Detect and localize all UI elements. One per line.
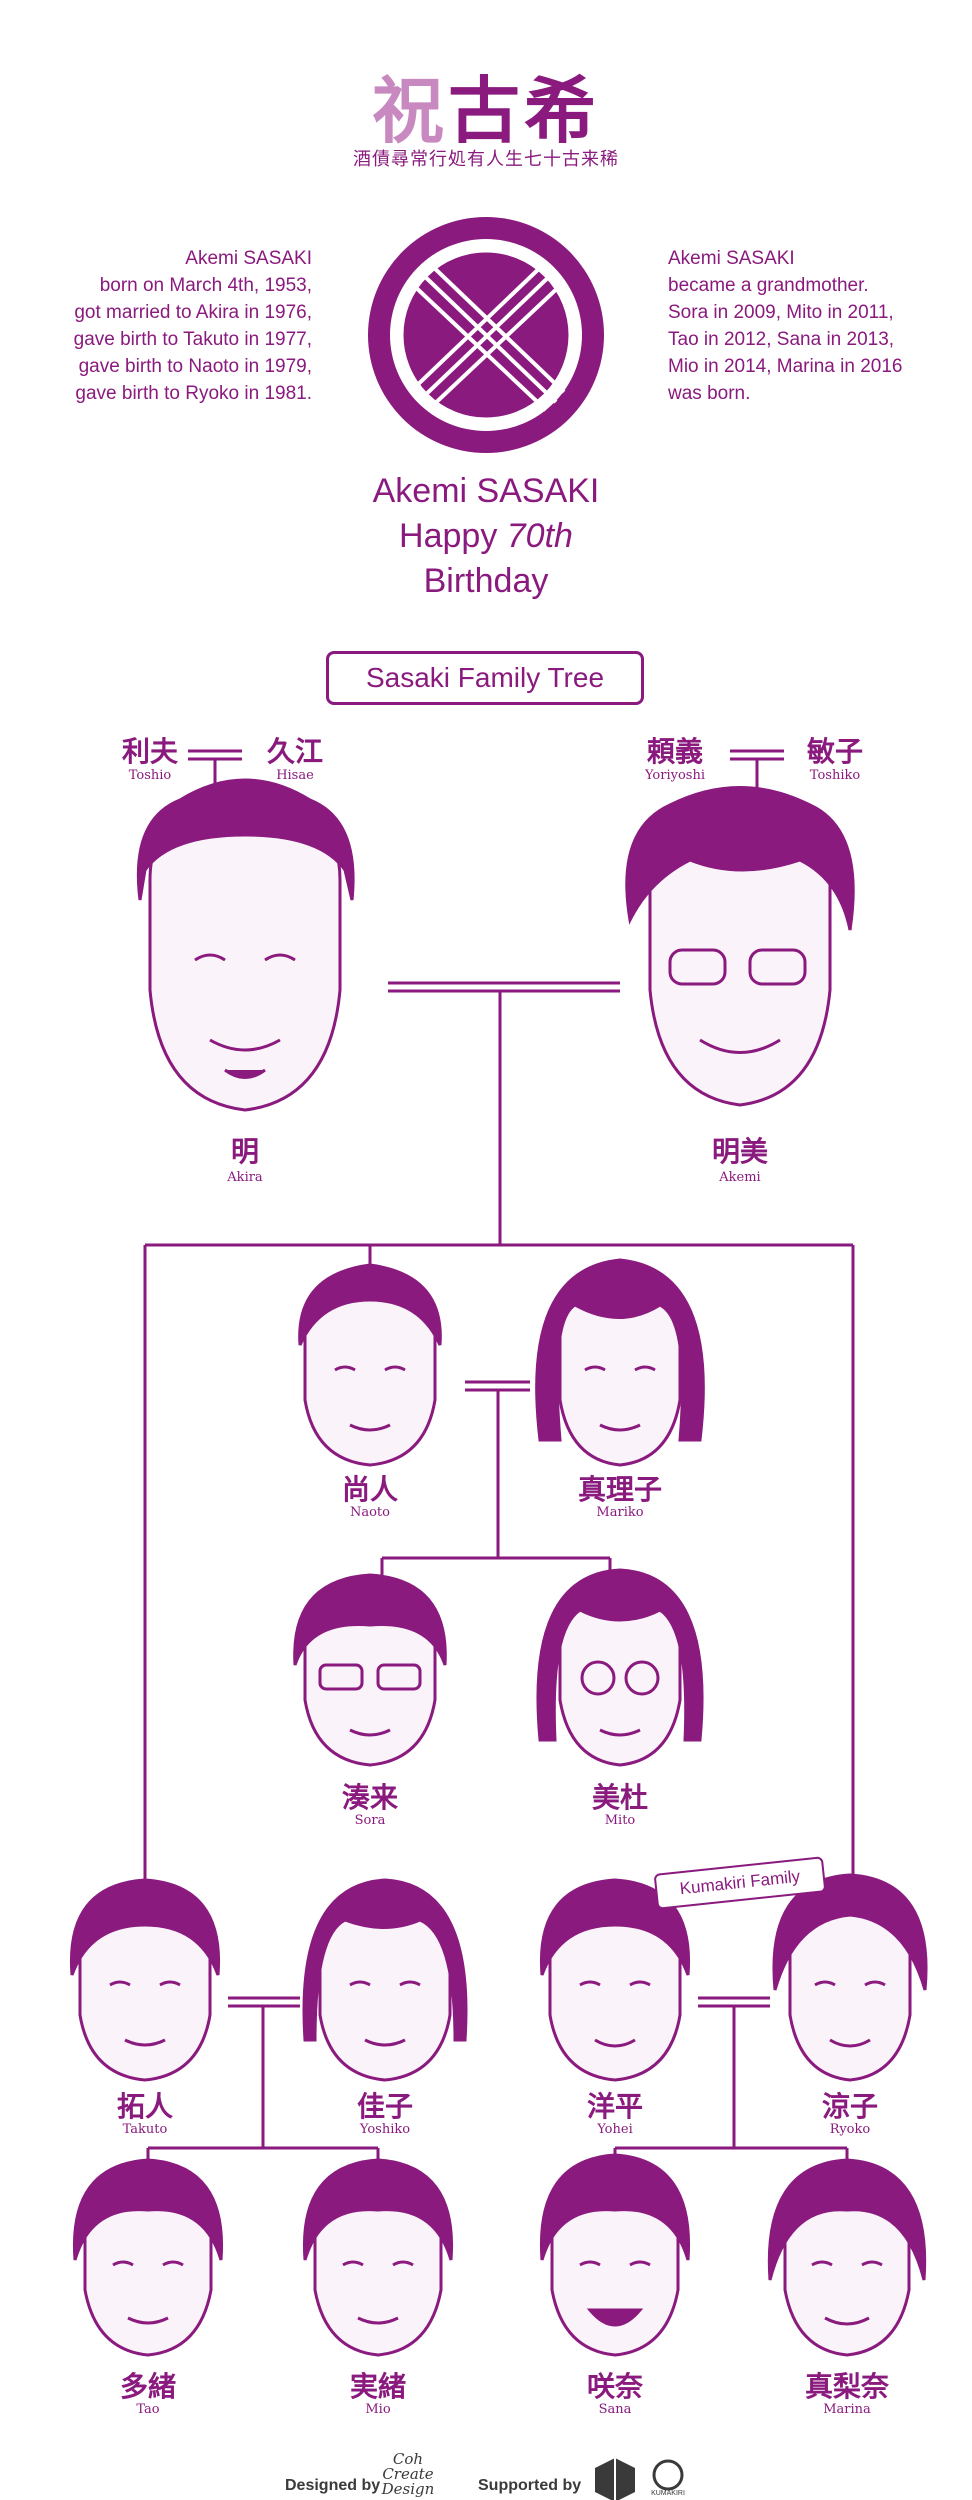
designed-by-label: Designed by [285, 2477, 381, 2494]
bio-right-line: Akemi SASAKI [668, 248, 795, 269]
bio-left-line: Akemi SASAKI [185, 248, 312, 269]
akemi-portrait-icon [625, 786, 855, 1107]
sana-portrait-icon [539, 2153, 691, 2357]
mito-portrait-icon [536, 1568, 704, 1767]
name-kanji-akira: 明 [230, 1135, 259, 1168]
name-roman-yoriyoshi: Yoriyoshi [644, 768, 706, 783]
name-roman-toshiko: Toshiko [809, 768, 861, 783]
name-kanji-hisae: 久江 [266, 735, 323, 768]
name-kanji-sana: 咲奈 [586, 2370, 643, 2403]
name-kanji-mito: 美杜 [591, 1781, 648, 1814]
name-kanji-toshio: 利夫 [121, 735, 178, 768]
name-roman-akira: Akira [227, 1170, 263, 1185]
title-koki: 古希 [448, 68, 601, 153]
name-kanji-yohei: 洋平 [586, 2090, 643, 2123]
name-kanji-yoshiko: 佳子 [356, 2090, 413, 2123]
mariko-portrait-icon [535, 1258, 705, 1467]
name-roman-mio: Mio [365, 2402, 391, 2417]
support-logo-icon [595, 2458, 635, 2500]
bio-left-line: gave birth to Naoto in 1979, [78, 356, 312, 377]
ryoko-portrait-icon [772, 1873, 928, 2082]
kumakiri-logo-text: KUMAKIRI [651, 2490, 685, 2497]
name-roman-yoshiko: Yoshiko [359, 2122, 411, 2137]
designer-signature: Coh Create Design [378, 2452, 438, 2497]
name-roman-sora: Sora [354, 1813, 386, 1828]
page-title: 祝古希 [0, 52, 972, 157]
bio-left: Akemi SASAKI born on March 4th, 1953, go… [0, 245, 312, 407]
naoto-portrait-icon [298, 1263, 442, 1467]
name-kanji-yoriyoshi: 頼義 [646, 735, 703, 768]
bio-left-line: gave birth to Ryoko in 1981. [75, 383, 312, 404]
name-roman-yohei: Yohei [597, 2122, 633, 2137]
bio-left-line: got married to Akira in 1976, [74, 302, 312, 323]
signature-line: Coh [392, 2450, 424, 2468]
akira-portrait-icon [136, 778, 355, 1112]
ordinal-word: 70th [506, 517, 573, 555]
happy-line: Happy 70th [0, 515, 972, 557]
bio-right-line: Mio in 2014, Marina in 2016 [668, 356, 903, 377]
name-kanji-akemi: 明美 [711, 1135, 768, 1168]
supported-by-label: Supported by [478, 2477, 582, 2494]
name-roman-naoto: Naoto [349, 1505, 390, 1520]
yoshiko-portrait-icon [302, 1878, 468, 2082]
name-kanji-sora: 湊来 [341, 1781, 398, 1814]
name-roman-hisae: Hisae [276, 768, 314, 783]
marina-portrait-icon [767, 2158, 927, 2357]
name-kanji-tao: 多緒 [119, 2370, 176, 2403]
sora-portrait-icon [293, 1573, 447, 1767]
name-roman-sana: Sana [598, 2402, 632, 2417]
kumakiri-logo-icon [652, 2459, 684, 2491]
name-roman-toshio: Toshio [128, 768, 172, 783]
bio-right: Akemi SASAKI became a grandmother. Sora … [668, 245, 972, 407]
bio-right-line: Sora in 2009, Mito in 2011, [668, 302, 894, 323]
tao-portrait-icon [72, 2158, 224, 2357]
celebrant-name: Akemi SASAKI [372, 472, 600, 510]
bio-left-line: born on March 4th, 1953, [99, 275, 312, 296]
name-roman-ryoko: Ryoko [829, 2122, 871, 2137]
page-subtitle: 酒債尋常行処有人生七十古来稀 [353, 149, 619, 170]
tree-title: Sasaki Family Tree [326, 651, 644, 705]
name-roman-tao: Tao [136, 2402, 160, 2417]
name-kanji-toshiko: 敏子 [806, 735, 863, 768]
takuto-portrait-icon [69, 1878, 221, 2082]
signature-line: Create [382, 2465, 434, 2483]
birthday-word: Birthday [423, 562, 549, 600]
name-kanji-ryoko: 涼子 [821, 2090, 878, 2123]
name-kanji-naoto: 尚人 [341, 1473, 398, 1506]
bio-right-line: Tao in 2012, Sana in 2013, [668, 329, 895, 350]
bio-right-line: was born. [668, 383, 751, 404]
name-roman-mito: Mito [604, 1813, 636, 1828]
bio-left-line: gave birth to Takuto in 1977, [73, 329, 312, 350]
name-roman-mariko: Mariko [596, 1505, 644, 1520]
name-roman-takuto: Takuto [122, 2122, 168, 2137]
name-roman-marina: Marina [823, 2402, 871, 2417]
title-char-iwai: 祝 [371, 68, 448, 153]
happy-word: Happy [399, 517, 498, 555]
name-roman-akemi: Akemi [719, 1170, 761, 1185]
bio-right-line: became a grandmother. [668, 275, 869, 296]
signature-line: Design [381, 2480, 435, 2498]
family-crest-icon [368, 217, 604, 453]
name-kanji-takuto: 拓人 [116, 2090, 173, 2123]
yohei-portrait-icon [539, 1878, 691, 2082]
name-kanji-mio: 実緒 [349, 2370, 406, 2403]
mio-portrait-icon [302, 2158, 454, 2357]
name-kanji-marina: 真梨奈 [804, 2370, 889, 2403]
name-kanji-mariko: 真理子 [577, 1473, 662, 1506]
